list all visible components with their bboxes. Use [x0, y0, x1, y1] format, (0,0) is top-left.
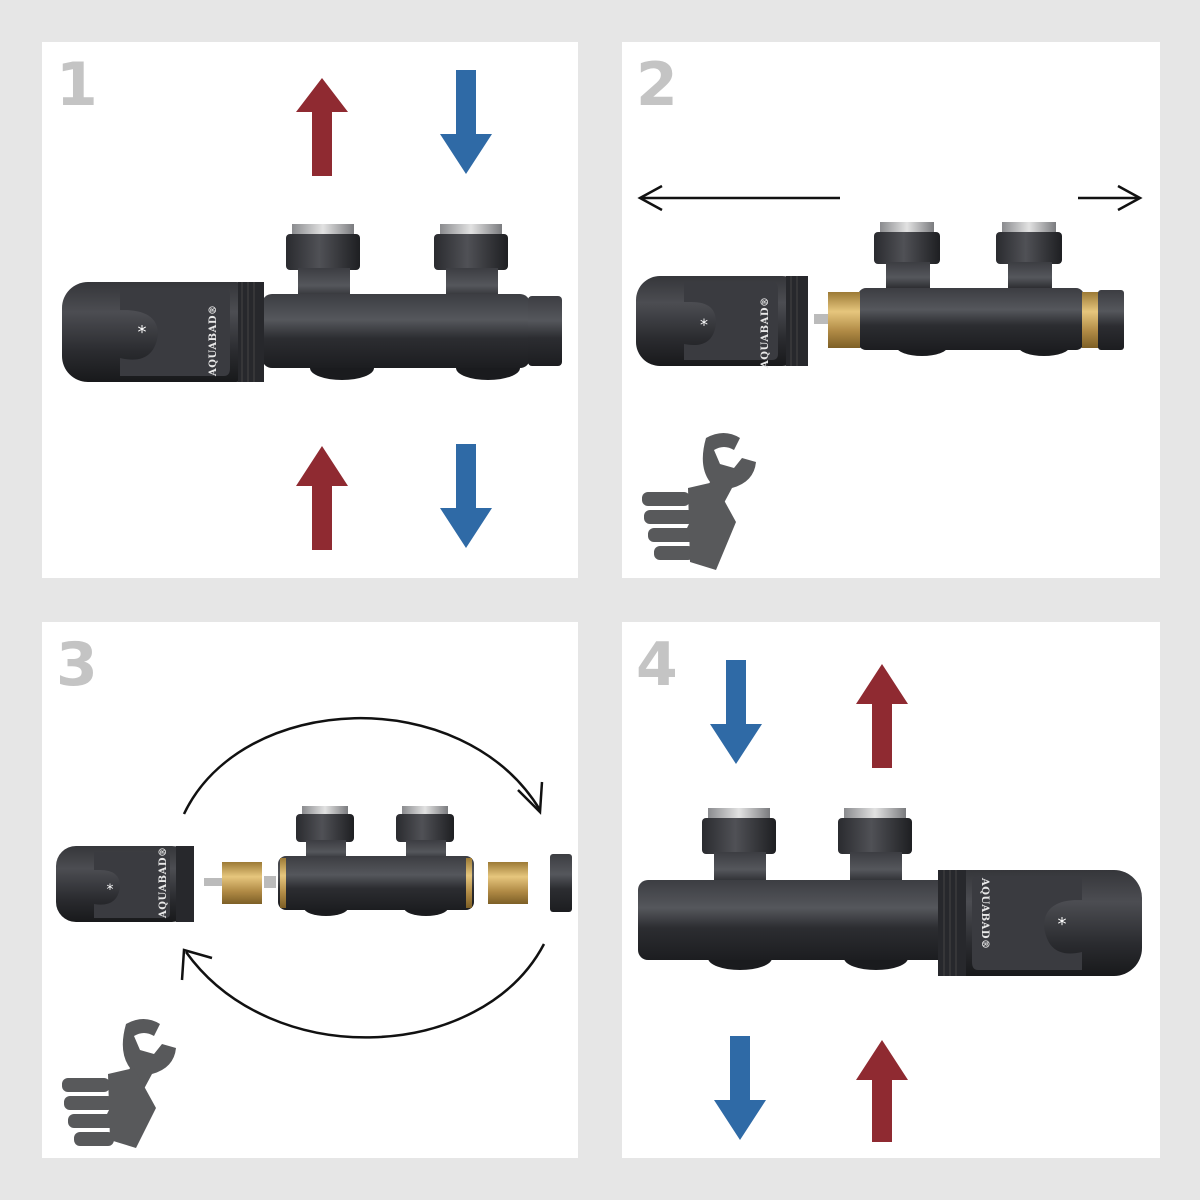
cold-flow-arrow — [440, 444, 492, 548]
wrench-hand-icon — [642, 433, 756, 570]
cap-symbol: * — [138, 322, 147, 343]
hot-flow-arrow — [856, 664, 908, 768]
step-number: 4 — [636, 630, 678, 700]
hot-flow-arrow — [296, 78, 348, 176]
valve-assembly-mirrored: * AQUABAD® — [638, 808, 1142, 976]
cold-flow-arrow — [714, 1036, 766, 1140]
step-number: 3 — [56, 630, 98, 700]
step-panel-1: 1 — [42, 42, 578, 578]
wrench-hand-icon — [62, 1019, 176, 1148]
brand-label: AQUABAD® — [760, 296, 771, 369]
valve-assembly-separated: * AQUABAD® — [636, 222, 1124, 369]
brand-label: AQUABAD® — [208, 304, 219, 377]
move-arrow-left — [637, 184, 840, 212]
cold-flow-arrow — [440, 70, 492, 174]
hot-flow-arrow — [296, 446, 348, 550]
rotate-arrow-top — [182, 716, 544, 815]
step-panel-3: 3 — [42, 622, 578, 1158]
rotate-arrow-bottom — [180, 943, 546, 1039]
valve-assembly-exploded: * AQUABAD® — [56, 806, 572, 922]
step-number: 2 — [636, 50, 678, 120]
valve-assembly: * AQUABAD® — [62, 224, 562, 382]
step-number: 1 — [56, 50, 98, 120]
brand-label: AQUABAD® — [979, 877, 990, 950]
cap-symbol: * — [700, 315, 708, 334]
cap-symbol: * — [107, 882, 114, 898]
hot-flow-arrow — [856, 1040, 908, 1142]
step-panel-4: 4 — [622, 622, 1160, 1158]
cap-symbol: * — [1058, 914, 1067, 935]
step-panel-2: 2 — [622, 42, 1160, 578]
cold-flow-arrow — [710, 660, 762, 764]
move-arrow-right — [1078, 184, 1143, 212]
brand-label: AQUABAD® — [158, 846, 169, 919]
